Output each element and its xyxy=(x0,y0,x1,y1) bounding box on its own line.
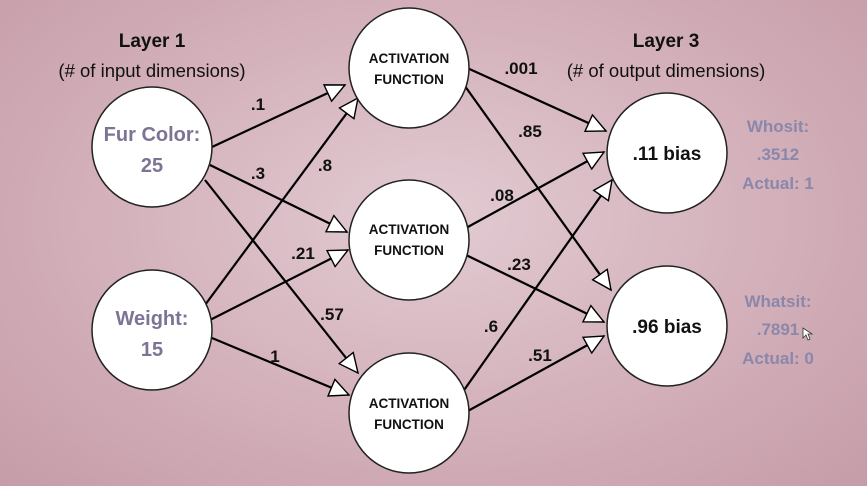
layer3-subtitle: (# of output dimensions) xyxy=(567,60,765,81)
weight-label-activation1-output2: .85 xyxy=(518,122,542,141)
output-bias-whosit: .11 bias xyxy=(633,144,702,165)
output-node-whosit xyxy=(606,92,728,214)
weight-label-furcolor-activation2: .3 xyxy=(251,164,265,183)
weight-label-activation3-output2: .51 xyxy=(528,346,552,365)
activation-1-line1: ACTIVATION xyxy=(369,51,450,66)
edge-furcolor-to-activation1 xyxy=(211,84,345,148)
weight-label-activation2-output1: .08 xyxy=(490,186,514,205)
activation-node-2 xyxy=(348,179,470,301)
edge-weight-to-activation2 xyxy=(209,249,348,321)
edge-activation3-to-output2 xyxy=(465,335,604,413)
input-node-weight xyxy=(91,269,213,391)
output-node-whatsit xyxy=(606,265,728,387)
cursor-icon xyxy=(802,327,814,341)
input-node-fur-color xyxy=(91,86,213,208)
edge-activation1-to-output1 xyxy=(464,65,606,131)
edge-furcolor-to-activation2 xyxy=(209,164,347,233)
edge-activation3-to-output1 xyxy=(461,180,612,394)
weight-label-activation2-output2: .23 xyxy=(507,255,531,274)
layer1-title: Layer 1 xyxy=(119,31,186,52)
weight-label-furcolor-activation1: .1 xyxy=(251,95,265,114)
activation-3-line2: FUNCTION xyxy=(374,417,444,432)
edge-weight-to-activation1 xyxy=(204,98,358,306)
edge-activation1-to-output2 xyxy=(461,81,611,290)
activation-2-line2: FUNCTION xyxy=(374,243,444,258)
weight-label-weight-activation1: .8 xyxy=(318,156,332,175)
input-value-fur-color: 25 xyxy=(141,155,163,177)
activation-1-line2: FUNCTION xyxy=(374,72,444,87)
weight-label-weight-activation2: .21 xyxy=(291,244,315,263)
output-bias-whatsit: .96 bias xyxy=(632,317,702,338)
whatsit-value: .7891 xyxy=(757,320,800,339)
input-label-fur-color: Fur Color: xyxy=(104,124,201,146)
input-label-weight: Weight: xyxy=(116,308,189,330)
input-value-weight: 15 xyxy=(141,339,163,361)
whatsit-name: Whatsit: xyxy=(744,292,811,311)
whosit-name: Whosit: xyxy=(747,117,809,136)
whatsit-actual: Actual: 0 xyxy=(742,349,814,368)
activation-node-3 xyxy=(348,352,470,474)
weight-label-activation1-output1: .001 xyxy=(504,59,537,78)
whosit-actual: Actual: 1 xyxy=(742,174,814,193)
activation-node-1 xyxy=(348,7,470,129)
whosit-value: .3512 xyxy=(757,145,800,164)
weight-label-furcolor-activation3: .57 xyxy=(320,305,344,324)
weight-label-activation3-output1: .6 xyxy=(484,317,498,336)
edge-weight-to-activation3 xyxy=(211,336,349,395)
layer3-title: Layer 3 xyxy=(633,31,700,52)
layer1-subtitle: (# of input dimensions) xyxy=(58,60,245,81)
activation-2-line1: ACTIVATION xyxy=(369,222,450,237)
edge-activation2-to-output1 xyxy=(465,151,604,229)
activation-3-line1: ACTIVATION xyxy=(369,396,450,411)
edge-furcolor-to-activation3 xyxy=(204,179,358,373)
weight-label-weight-activation3: 1 xyxy=(270,347,279,366)
